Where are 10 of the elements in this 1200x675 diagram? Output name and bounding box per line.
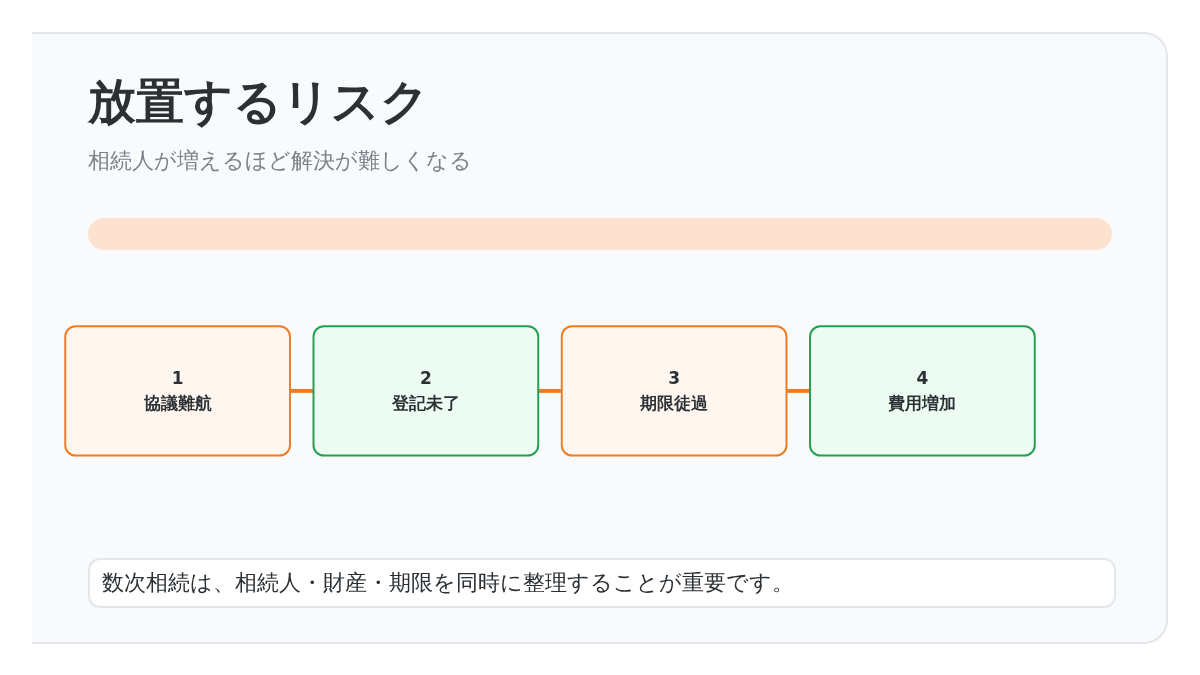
connector — [786, 389, 811, 393]
note-text: 数次相続は、相続人・財産・期限を同時に整理することが重要です。 — [88, 558, 1116, 608]
subtitle: 相続人が増えるほど解決が難しくなる — [88, 147, 472, 175]
node-box: 1 協議難航 — [64, 325, 291, 457]
title: 放置するリスク — [88, 72, 429, 131]
node-box: 3 期限徒過 — [560, 325, 788, 457]
connector — [538, 389, 562, 393]
node-box: 4 費用増加 — [809, 325, 1036, 457]
node-box: 2 登記未了 — [312, 325, 540, 457]
connector — [289, 389, 314, 393]
